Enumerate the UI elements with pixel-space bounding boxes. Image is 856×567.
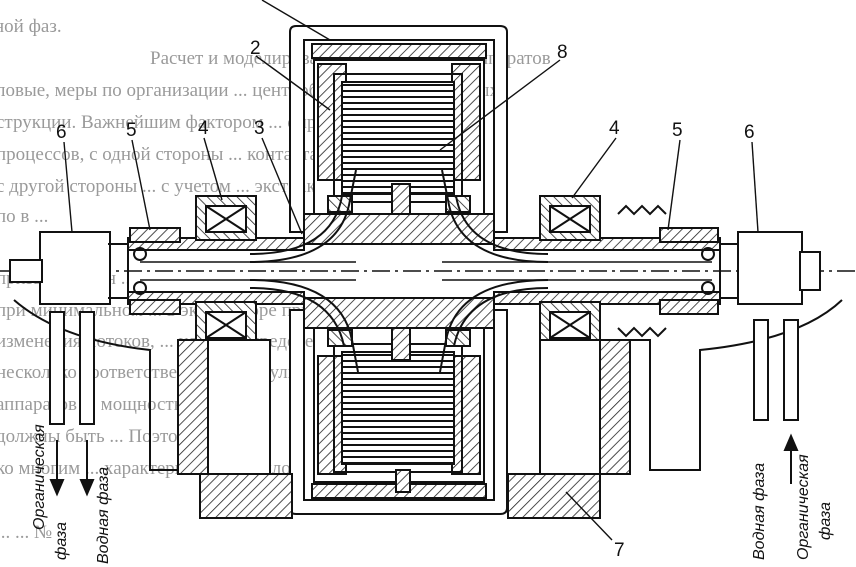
leader-lines — [63, 0, 759, 541]
bearing-right — [539, 195, 601, 347]
label-right-organic-line1: Органическая — [795, 454, 812, 560]
bg-text-line: с другой стороны ... с учетом ... экстра… — [0, 176, 347, 197]
callout-6-left: 6 — [56, 122, 67, 143]
label-left-water: Водная фаза — [95, 467, 112, 564]
callout-4-left: 4 — [198, 118, 209, 139]
callout-2: 2 — [250, 38, 261, 59]
label-right-organic-line2: фаза — [817, 502, 834, 540]
label-left-organic-line2: фаза — [53, 522, 70, 560]
rotor-chamber-lower — [313, 311, 485, 493]
flow-tubes — [249, 169, 549, 373]
feed-head-left — [9, 231, 128, 305]
callout-5-left: 5 — [126, 120, 137, 141]
support-frame-left — [13, 299, 293, 519]
callout-4-right: 4 — [609, 118, 620, 139]
seal-left — [129, 227, 181, 315]
callout-3: 3 — [254, 118, 265, 139]
label-right-water: Водная фаза — [751, 463, 768, 560]
bearing-left — [195, 195, 257, 347]
callout-numbers: 2 8 3 4 4 5 5 6 6 7 — [56, 38, 755, 561]
bg-text-line: по в ... — [0, 206, 49, 227]
bg-text-line: ... ... № — [0, 522, 53, 543]
phase-pipes-left — [49, 311, 95, 497]
rotor-chamber-upper — [313, 59, 485, 233]
phase-pipes-right — [753, 319, 799, 484]
seal-right — [617, 204, 719, 338]
bg-text-line: должны быть ... Поэтому ... — [0, 426, 218, 447]
callout-8: 8 — [557, 42, 568, 63]
feed-head-right — [720, 231, 821, 305]
callout-6-right: 6 — [744, 122, 755, 143]
callout-5-right: 5 — [672, 120, 683, 141]
label-left-organic-line1: Органическая — [31, 424, 48, 530]
callout-7: 7 — [614, 540, 625, 561]
shaft — [0, 237, 856, 305]
phase-labels: Органическая фаза Водная фаза Водная фаз… — [31, 424, 834, 564]
bg-text-line: ной фаз. — [0, 16, 62, 37]
